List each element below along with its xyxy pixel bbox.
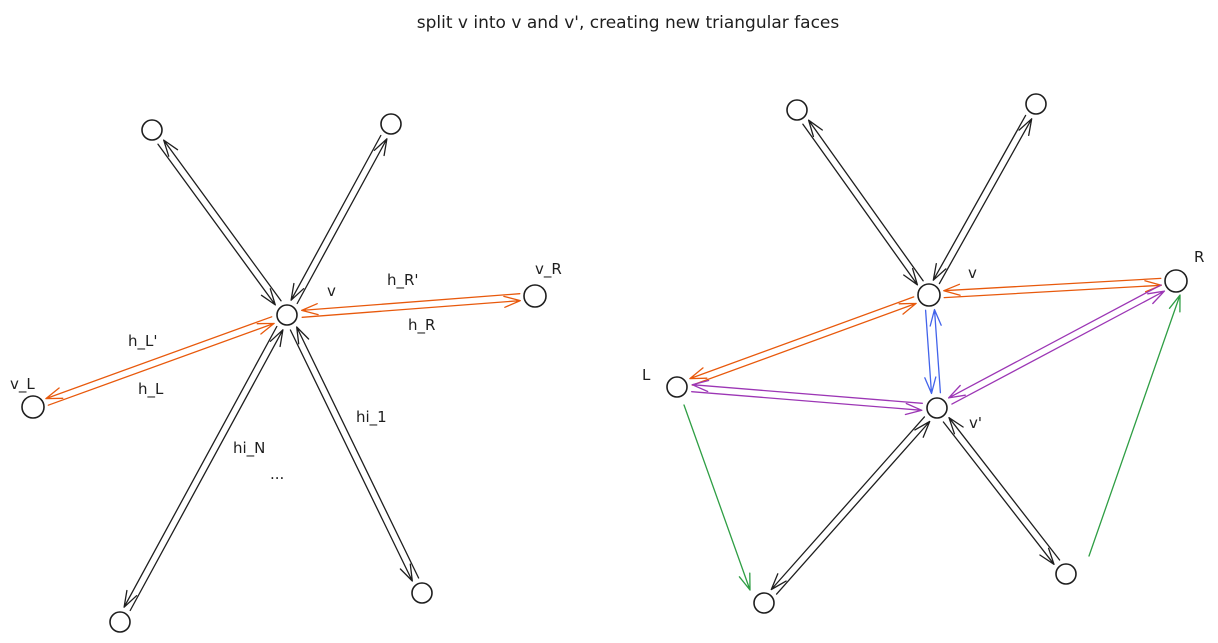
label-h-l-prime: h_L' xyxy=(128,332,158,351)
node-v-prime xyxy=(926,397,948,419)
node-top-right xyxy=(380,113,402,135)
label-hi-n: hi_N xyxy=(233,439,265,458)
edge-v-prime-bottom-left-forward-arrow xyxy=(770,416,926,591)
label-ellipsis: ... xyxy=(270,465,284,483)
edge-v-top-left-forward-arrow xyxy=(163,139,282,302)
edge-v-v-r-backward-arrow xyxy=(301,293,521,316)
edge-v-l-forward-arrow xyxy=(689,296,915,380)
node-bottom-right xyxy=(1055,563,1077,585)
edge-v-top-right-backward-arrow xyxy=(932,114,1027,281)
node-bottom-right xyxy=(411,582,433,604)
edge-v-bottom-right-backward-arrow xyxy=(296,326,420,579)
edge-v-top-left-backward-arrow xyxy=(157,143,276,306)
node-v-l xyxy=(21,395,45,419)
edge-v-top-right-backward-arrow xyxy=(290,134,382,301)
edge-l-v-prime-forward-arrow xyxy=(691,391,923,416)
before-diagram: v v_R v_L h_R' h_R h_L' h_L hi_1 hi_N ..… xyxy=(10,113,562,633)
edge-v-l-backward-arrow xyxy=(691,302,917,386)
label-h-r: h_R xyxy=(408,316,435,335)
node-bottom-left xyxy=(109,611,131,633)
edge-v-prime-bottom-right-backward-arrow xyxy=(948,417,1061,561)
node-bottom-left xyxy=(753,592,775,614)
label-v-prime: v' xyxy=(969,414,982,432)
node-v xyxy=(917,283,941,307)
edge-l-v-prime-backward-arrow xyxy=(691,379,923,404)
edge-v-v-l-backward-arrow xyxy=(47,322,275,406)
edge-v-prime-bottom-left-backward-arrow xyxy=(775,420,931,595)
node-top-left xyxy=(141,119,163,141)
edge-v-bottom-left-forward-arrow xyxy=(123,325,278,608)
edge-v-v-prime-backward-arrow xyxy=(929,308,942,394)
edge-v-top-left-backward-arrow xyxy=(802,123,919,286)
label-r: R xyxy=(1194,248,1204,266)
edge-v-r-backward-arrow xyxy=(943,277,1162,296)
edge-v-top-right-forward-arrow xyxy=(296,138,388,305)
diagram-title: split v into v and v', creating new tria… xyxy=(417,13,840,33)
edge-v-v-r-forward-arrow xyxy=(301,295,521,318)
node-l xyxy=(666,376,688,398)
node-top-right xyxy=(1025,93,1047,115)
edge-v-v-prime-forward-arrow xyxy=(924,309,937,395)
edge-r-v-prime-forward-arrow xyxy=(947,284,1162,399)
node-v xyxy=(276,304,298,326)
node-v-r xyxy=(523,284,547,308)
edge-bottom-right-r-arrow xyxy=(1088,294,1181,557)
after-diagram: v v' L R xyxy=(642,93,1204,614)
node-r xyxy=(1164,269,1188,293)
edge-v-bottom-right-forward-arrow xyxy=(289,329,413,582)
node-top-left xyxy=(786,99,808,121)
after-edges xyxy=(683,114,1181,595)
edge-l-bottom-left-arrow xyxy=(683,404,751,591)
label-v-r: v_R xyxy=(535,260,562,279)
label-h-r-prime: h_R' xyxy=(387,271,419,290)
edge-v-prime-bottom-right-forward-arrow xyxy=(942,421,1055,565)
label-h-l: h_L xyxy=(138,380,164,399)
label-v-l: v_L xyxy=(10,375,35,394)
edge-v-top-right-forward-arrow xyxy=(938,118,1033,285)
edge-v-v-l-forward-arrow xyxy=(45,316,273,400)
label-v: v xyxy=(968,264,977,282)
label-l: L xyxy=(642,366,651,384)
edge-v-bottom-left-backward-arrow xyxy=(129,329,284,612)
label-hi-1: hi_1 xyxy=(356,408,387,427)
edge-v-top-left-forward-arrow xyxy=(807,119,924,282)
label-v: v xyxy=(327,282,336,300)
before-edges xyxy=(45,134,521,612)
edge-r-v-prime-backward-arrow xyxy=(951,290,1166,405)
